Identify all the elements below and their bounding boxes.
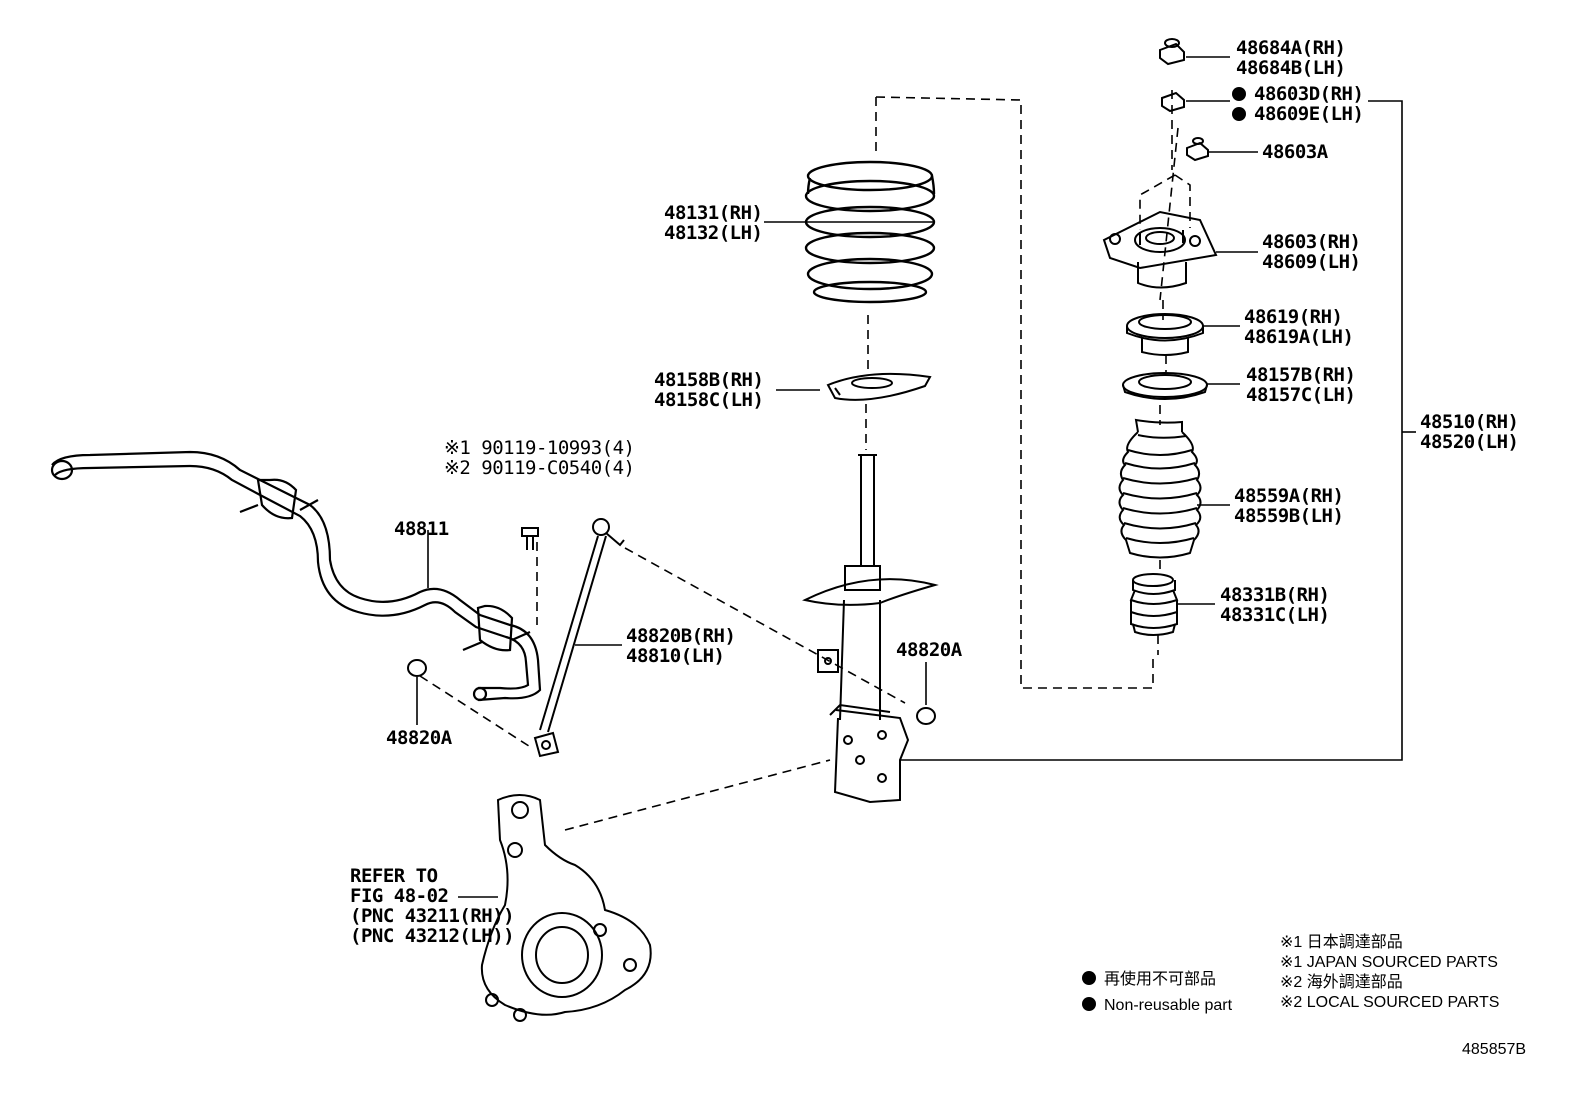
- label-nut-right: 48820A: [896, 639, 962, 661]
- boot-shape: [1118, 418, 1202, 559]
- bearing-shape: [1126, 313, 1204, 356]
- label-stabilizer-bar: 48811: [394, 518, 449, 540]
- seat-shape: [1122, 372, 1208, 400]
- non-reusable-dot-icon: [1232, 87, 1246, 101]
- absorber-shape: [802, 454, 939, 804]
- figure-number: 485857B: [1462, 1041, 1527, 1058]
- non-reusable-dot-icon: [1082, 997, 1096, 1011]
- nut-48603d-shape: [1161, 91, 1185, 113]
- knuckle-shape: [480, 794, 652, 1022]
- label-bolt: ※1 90119-10993(4)※2 90119-C0540(4): [444, 437, 635, 479]
- label-insulator: 48158B(RH)48158C(LH): [654, 369, 764, 411]
- label-spring: 48131(RH)48132(LH): [664, 202, 763, 244]
- nut-48684-shape: [1159, 38, 1185, 66]
- spring-shape: [804, 160, 936, 304]
- non-reusable-dot-icon: [1082, 971, 1096, 985]
- link-shape: [533, 518, 625, 758]
- label-strut: 48510(RH)48520(LH): [1420, 411, 1519, 453]
- legend-notes: ※1 日本調達部品 ※1 JAPAN SOURCED PARTS ※2 海外調達…: [1280, 934, 1500, 1011]
- nut-48820a-shapes: [407, 659, 936, 725]
- label-bumper: 48331B(RH)48331C(LH): [1220, 584, 1330, 626]
- non-reusable-dot-icon: [1232, 107, 1246, 121]
- insulator-shape: [826, 372, 932, 401]
- label-nut-left: 48820A: [386, 727, 452, 749]
- label-link: 48820B(RH)48810(LH): [626, 625, 736, 667]
- label-seat: 48157B(RH)48157C(LH): [1246, 364, 1356, 406]
- label-support: 48603(RH)48609(LH): [1262, 231, 1361, 273]
- legend-non-reusable: 再使用不可部品 Non-reusable part: [1082, 970, 1232, 1016]
- bolt-shape: [521, 527, 539, 550]
- label-48684: 48684A(RH)48684B(LH): [1236, 37, 1346, 79]
- support-shape: [1102, 210, 1218, 289]
- label-48603a: 48603A: [1262, 141, 1328, 163]
- nut-48603a-shape: [1186, 137, 1209, 162]
- stabilizer-bar-shape: [50, 450, 542, 702]
- label-boot: 48559A(RH)48559B(LH): [1234, 485, 1344, 527]
- label-bearing: 48619(RH)48619A(LH): [1244, 306, 1354, 348]
- bumper-shape: [1129, 573, 1179, 636]
- label-48603d: 48603D(RH) 48609E(LH): [1232, 84, 1364, 124]
